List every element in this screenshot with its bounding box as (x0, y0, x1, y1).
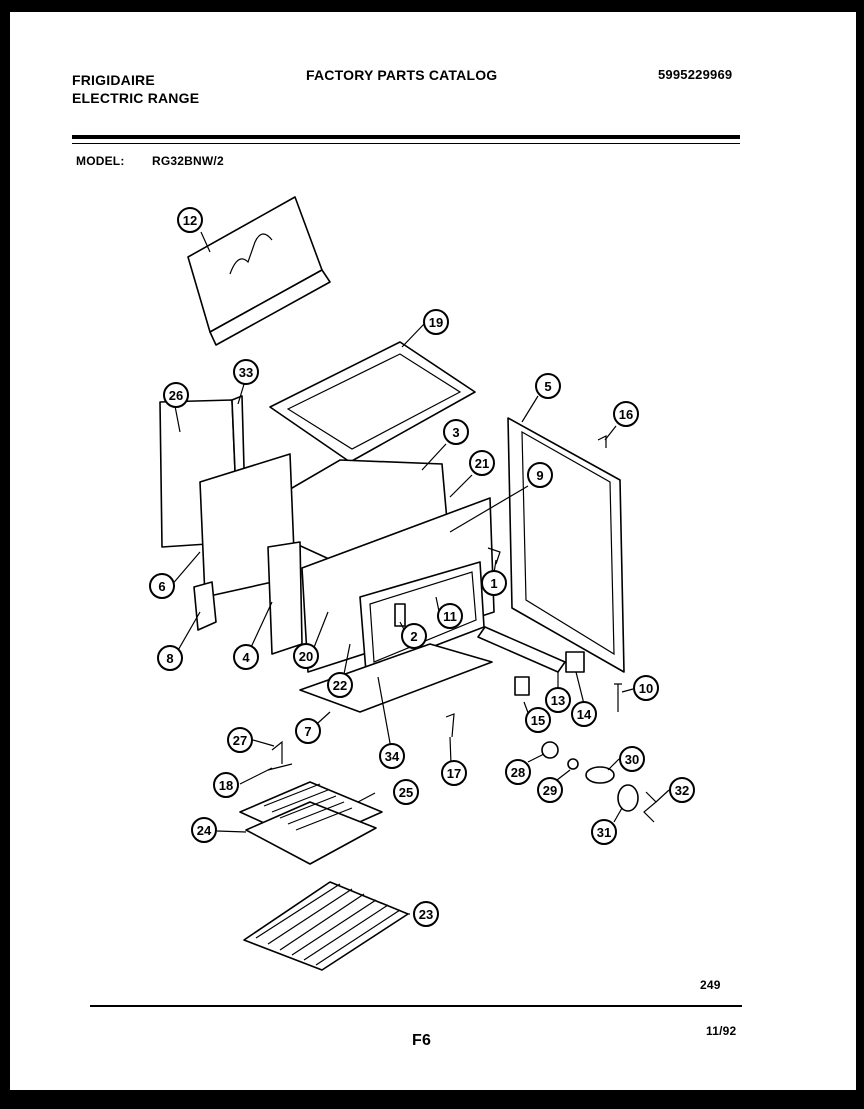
callout-2: 2 (401, 623, 427, 649)
svg-text:24: 24 (197, 823, 212, 838)
callout-28: 28 (505, 759, 531, 785)
svg-text:20: 20 (299, 649, 313, 664)
footer-rule (90, 1005, 742, 1007)
svg-text:29: 29 (543, 783, 557, 798)
callout-24: 24 (191, 817, 217, 843)
svg-text:4: 4 (242, 650, 250, 665)
svg-text:2: 2 (410, 629, 417, 644)
model-label: MODEL: (76, 154, 125, 168)
svg-text:30: 30 (625, 752, 639, 767)
callout-7: 7 (295, 718, 321, 744)
part-bracket-8 (193, 581, 217, 631)
callout-11: 11 (437, 603, 463, 629)
callout-15: 15 (525, 707, 551, 733)
model-value: RG32BNW/2 (152, 154, 224, 168)
callout-5: 5 (535, 373, 561, 399)
svg-text:5: 5 (544, 379, 551, 394)
callout-1: 1 (481, 570, 507, 596)
svg-text:7: 7 (304, 724, 311, 739)
catalog-number: 5995229969 (658, 67, 733, 82)
part-hinge-hardware (267, 740, 293, 771)
part-top-frame (269, 341, 476, 463)
callout-30: 30 (619, 746, 645, 772)
callout-6: 6 (149, 573, 175, 599)
header-rule-thin (72, 143, 740, 144)
svg-text:13: 13 (551, 693, 565, 708)
part-broiler-pan (239, 781, 383, 865)
part-oven-rack (243, 881, 409, 971)
callout-21: 21 (469, 450, 495, 476)
callout-18: 18 (213, 772, 239, 798)
callout-19: 19 (423, 309, 449, 335)
callout-27: 27 (227, 727, 253, 753)
part-oven-wall (267, 541, 303, 655)
svg-text:21: 21 (475, 456, 489, 471)
callout-12: 12 (177, 207, 203, 233)
callout-33: 33 (233, 359, 259, 385)
svg-text:34: 34 (385, 749, 400, 764)
svg-text:15: 15 (531, 713, 545, 728)
part-side-panel-right (507, 417, 625, 673)
svg-text:31: 31 (597, 825, 611, 840)
svg-text:14: 14 (577, 707, 592, 722)
svg-text:32: 32 (675, 783, 689, 798)
callout-14: 14 (571, 701, 597, 727)
svg-text:17: 17 (447, 766, 461, 781)
exploded-parts-diagram: 1 2 3 4 5 6 7 8 9 10 11 12 13 14 15 16 1… (149, 196, 695, 971)
svg-text:8: 8 (166, 651, 173, 666)
callout-8: 8 (157, 645, 183, 671)
svg-text:3: 3 (452, 425, 459, 440)
svg-text:10: 10 (639, 681, 653, 696)
svg-text:12: 12 (183, 213, 197, 228)
part-small-components (394, 435, 622, 738)
callout-3: 3 (443, 419, 469, 445)
brand-name: FRIGIDAIRE (72, 72, 155, 88)
svg-text:25: 25 (399, 785, 413, 800)
svg-text:18: 18 (219, 778, 233, 793)
callout-25: 25 (393, 779, 419, 805)
svg-text:22: 22 (333, 678, 347, 693)
svg-text:23: 23 (419, 907, 433, 922)
callout-10: 10 (633, 675, 659, 701)
svg-text:16: 16 (619, 407, 633, 422)
svg-text:27: 27 (233, 733, 247, 748)
callout-29: 29 (537, 777, 563, 803)
callout-17: 17 (441, 760, 467, 786)
callout-23: 23 (413, 901, 439, 927)
callout-31: 31 (591, 819, 617, 845)
part-top-panel (187, 196, 331, 346)
catalog-sheet: FRIGIDAIRE ELECTRIC RANGE FACTORY PARTS … (10, 12, 856, 1090)
callout-16: 16 (613, 401, 639, 427)
svg-text:26: 26 (169, 388, 183, 403)
header-rule-thick (72, 135, 740, 139)
svg-text:28: 28 (511, 765, 525, 780)
callout-20: 20 (293, 643, 319, 669)
callout-22: 22 (327, 672, 353, 698)
catalog-title: FACTORY PARTS CATALOG (306, 67, 498, 83)
svg-text:19: 19 (429, 315, 443, 330)
page-label: F6 (412, 1032, 432, 1049)
callout-34: 34 (379, 743, 405, 769)
diagram-code: 249 (700, 978, 721, 992)
svg-text:9: 9 (536, 468, 543, 483)
part-oven-body (301, 497, 495, 673)
product-name: ELECTRIC RANGE (72, 90, 200, 106)
part-control-knobs (541, 741, 657, 823)
callout-26: 26 (163, 382, 189, 408)
svg-text:33: 33 (239, 365, 253, 380)
callout-9: 9 (527, 462, 553, 488)
svg-text:1: 1 (490, 576, 497, 591)
callout-13: 13 (545, 687, 571, 713)
footer-date: 11/92 (706, 1024, 737, 1038)
callout-4: 4 (233, 644, 259, 670)
svg-text:6: 6 (158, 579, 165, 594)
svg-text:11: 11 (443, 609, 457, 624)
callout-32: 32 (669, 777, 695, 803)
